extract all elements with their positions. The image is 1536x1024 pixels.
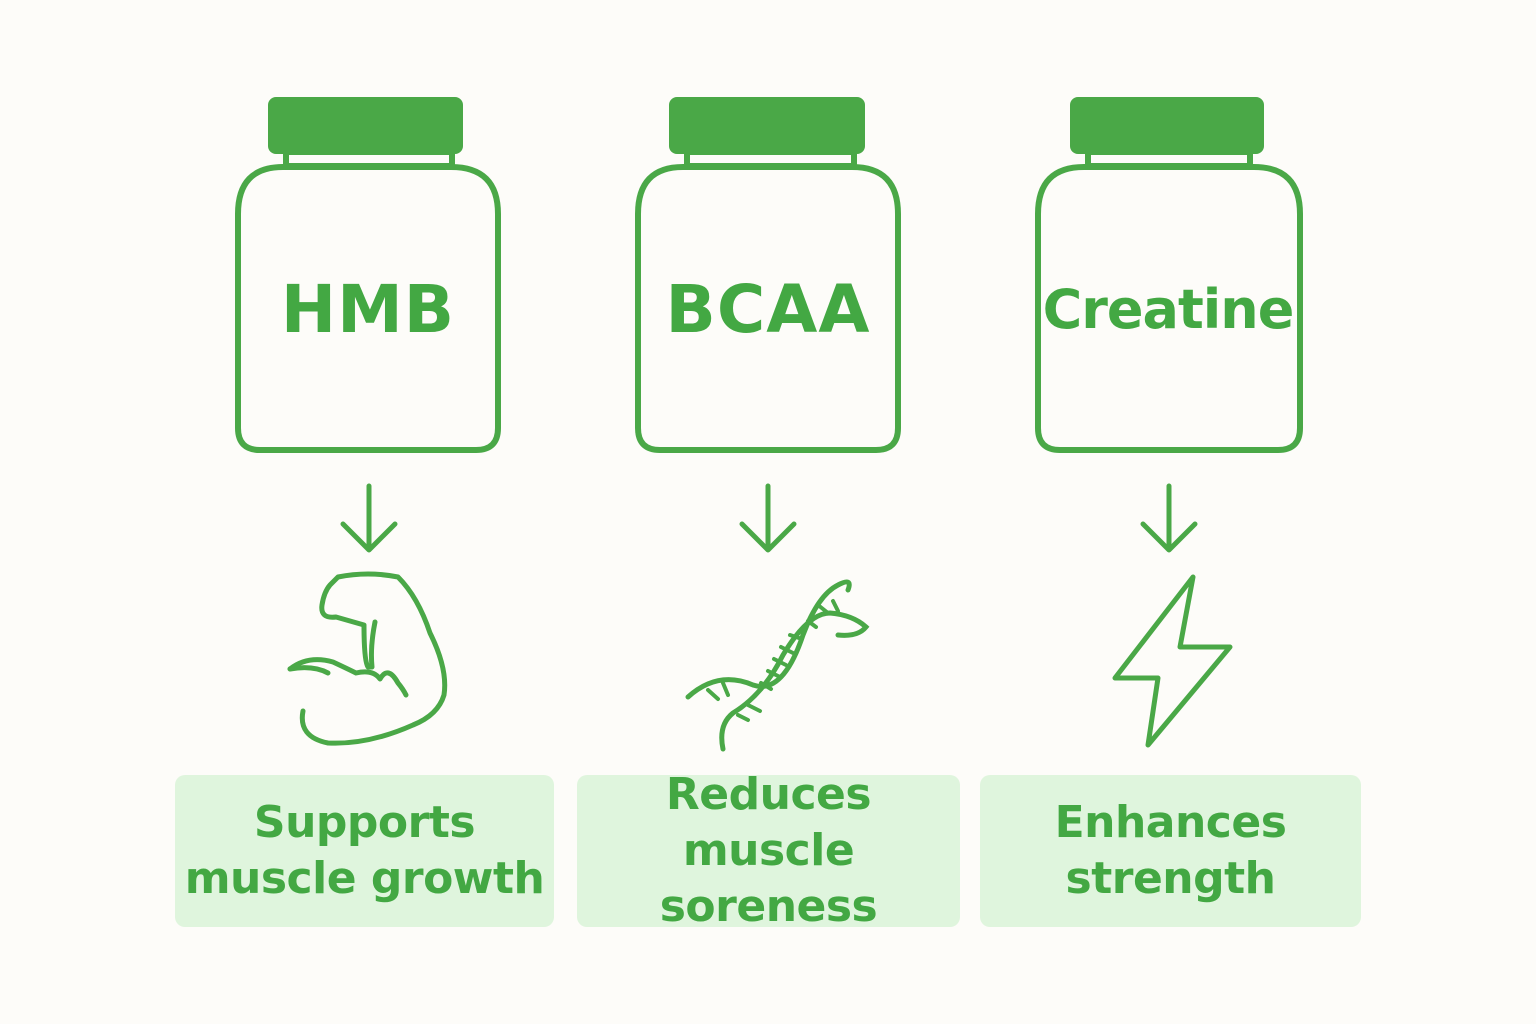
supplement-column-hmb: HMB Supports muscle growth: [168, 0, 568, 1024]
benefit-text: Enhances strength: [1054, 797, 1287, 904]
benefit-box: Reduces muscle soreness: [577, 769, 960, 932]
down-arrow-icon: [340, 483, 398, 553]
supplement-column-bcaa: BCAA Reduces muscle soreness: [568, 0, 968, 1024]
jar-icon: [635, 97, 901, 453]
benefit-text: Supports muscle growth: [184, 797, 545, 904]
benefit-text: Reduces muscle soreness: [659, 769, 878, 932]
supplement-column-creatine: Creatine Enhances strength: [968, 0, 1368, 1024]
flexed-arm-icon: [287, 571, 448, 746]
supplement-name: BCAA: [665, 271, 871, 348]
down-arrow-icon: [739, 483, 797, 553]
supplement-name: Creatine: [1042, 278, 1295, 341]
benefit-box: Supports muscle growth: [175, 775, 554, 927]
jar-icon: [1035, 97, 1303, 453]
supplement-name: HMB: [280, 271, 456, 348]
dna-icon: [685, 579, 870, 752]
lightning-bolt-icon: [1112, 574, 1233, 748]
down-arrow-icon: [1140, 483, 1198, 553]
jar-icon: [235, 97, 501, 453]
benefit-box: Enhances strength: [980, 775, 1361, 927]
